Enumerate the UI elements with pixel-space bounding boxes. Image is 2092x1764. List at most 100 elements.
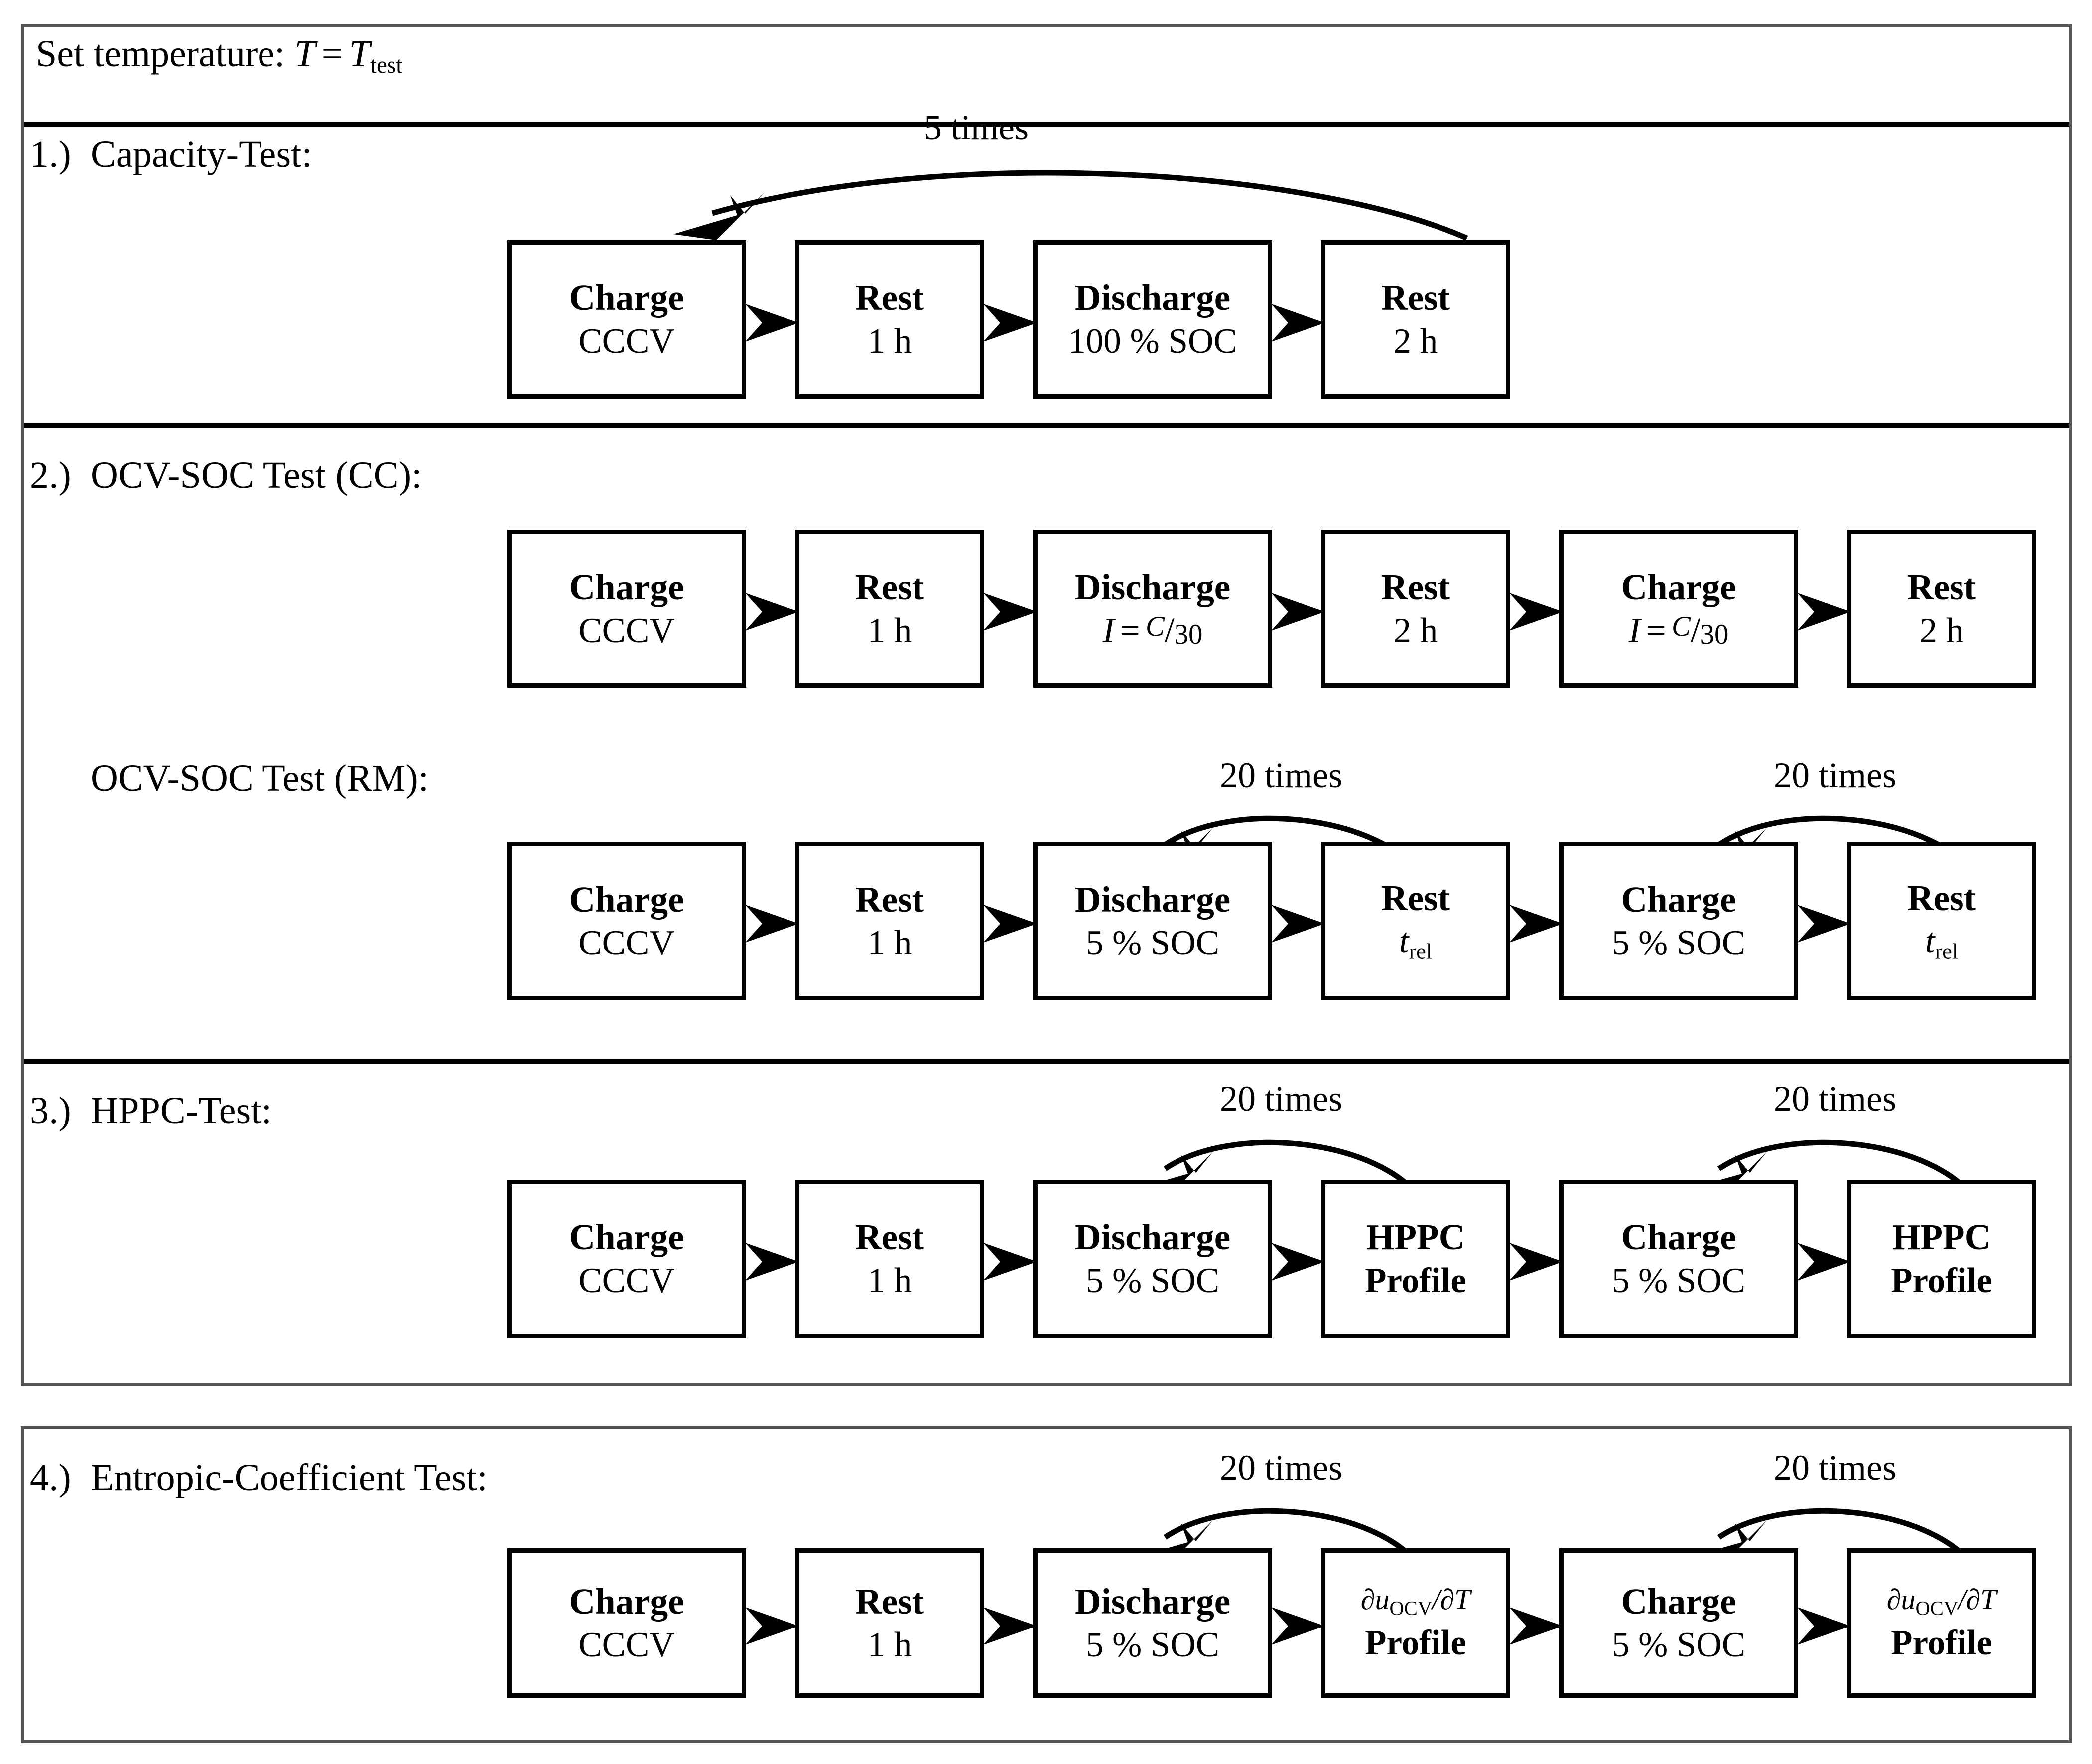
box-charge-5soc-entropic[interactable]: Charge 5 % SOC <box>1559 1548 1798 1698</box>
box-line1: Discharge <box>1074 1581 1231 1622</box>
box-line2: 5 % SOC <box>1085 1625 1220 1664</box>
box-line2: CCCV <box>578 923 675 962</box>
subsection-title-ocv-soc-rm: OCV-SOC Test (RM): <box>91 757 429 799</box>
box-discharge-5soc-hppc[interactable]: Discharge 5 % SOC <box>1033 1180 1272 1338</box>
set-temperature-formula: T=Ttest <box>294 33 402 77</box>
temperature-symbol: T <box>294 33 316 75</box>
box-line2: 1 h <box>867 923 912 962</box>
box-line2: Profile <box>1891 1261 1992 1300</box>
box-rest-1h-entropic[interactable]: Rest 1 h <box>795 1548 984 1698</box>
box-line2-current: I=C/30 <box>1628 611 1729 651</box>
box-line2: Profile <box>1365 1623 1466 1662</box>
box-discharge-c30-ocv-cc[interactable]: Discharge I=C/30 <box>1033 530 1272 688</box>
arrow-ocv-cc-4 <box>1506 588 1566 636</box>
box-line2: 1 h <box>867 1625 912 1664</box>
box-line2: 100 % SOC <box>1068 321 1237 361</box>
box-line2: 5 % SOC <box>1085 1261 1220 1300</box>
arrow-entropic-4 <box>1506 1602 1566 1650</box>
box-line2: 1 h <box>867 321 912 361</box>
box-line1: Rest <box>855 1581 924 1622</box>
box-charge-5soc-ocv-rm[interactable]: Charge 5 % SOC <box>1559 842 1798 1000</box>
box-line1-dudt: ∂uOCV/∂T <box>1886 1583 1997 1620</box>
box-discharge-100soc-capacity[interactable]: Discharge 100 % SOC <box>1033 240 1272 399</box>
loop-label-capacity-5-times: 5 times <box>924 108 1029 147</box>
divider-after-section-2 <box>24 1059 2069 1064</box>
box-line1: Discharge <box>1074 1217 1231 1258</box>
box-line2: CCCV <box>578 611 675 650</box>
box-line1: Charge <box>1621 566 1736 607</box>
box-rest-1h-hppc[interactable]: Rest 1 h <box>795 1180 984 1338</box>
box-line2-trel: trel <box>1399 922 1433 964</box>
arrow-hppc-3 <box>1268 1238 1328 1286</box>
box-entropic-profile-2-entropic[interactable]: ∂uOCV/∂T Profile <box>1847 1548 2036 1698</box>
box-charge-cccv-ocv-rm[interactable]: Charge CCCV <box>507 842 746 1000</box>
section-label-3: HPPC-Test: <box>91 1090 272 1132</box>
box-line2: 2 h <box>1919 611 1964 650</box>
box-charge-cccv-ocv-cc[interactable]: Charge CCCV <box>507 530 746 688</box>
section-number-2: 2.) <box>30 454 71 496</box>
box-rest-2h-2-ocv-cc[interactable]: Rest 2 h <box>1847 530 2036 688</box>
box-charge-cccv-entropic[interactable]: Charge CCCV <box>507 1548 746 1698</box>
section-number-3: 3.) <box>30 1090 71 1132</box>
box-rest-trel-2-ocv-rm[interactable]: Rest trel <box>1847 842 2036 1000</box>
section-label-4: Entropic-Coefficient Test: <box>91 1457 488 1498</box>
box-line1: Rest <box>855 277 924 318</box>
box-discharge-5soc-ocv-rm[interactable]: Discharge 5 % SOC <box>1033 842 1272 1000</box>
box-line1: Rest <box>1381 877 1450 918</box>
section-label-1: Capacity-Test: <box>91 134 312 175</box>
loop-arrow-capacity-5-times <box>643 149 1469 244</box>
arrow-hppc-2 <box>980 1238 1040 1286</box>
box-hppc-profile-hppc[interactable]: HPPC Profile <box>1321 1180 1510 1338</box>
box-line2: 5 % SOC <box>1611 923 1746 962</box>
box-charge-c30-ocv-cc[interactable]: Charge I=C/30 <box>1559 530 1798 688</box>
divider-after-section-1 <box>24 423 2069 428</box>
box-line2: CCCV <box>578 1625 675 1664</box>
box-line1: Rest <box>855 567 924 608</box>
arrow-ocv-rm-1 <box>742 900 802 948</box>
box-entropic-profile-entropic[interactable]: ∂uOCV/∂T Profile <box>1321 1548 1510 1698</box>
box-charge-cccv-capacity[interactable]: Charge CCCV <box>507 240 746 399</box>
temperature-rhs-symbol: T <box>349 33 370 75</box>
box-line2: CCCV <box>578 1261 675 1300</box>
arrow-entropic-2 <box>980 1602 1040 1650</box>
arrow-hppc-4 <box>1506 1238 1566 1286</box>
box-hppc-profile-2-hppc[interactable]: HPPC Profile <box>1847 1180 2036 1338</box>
box-rest-2h-capacity[interactable]: Rest 2 h <box>1321 240 1510 399</box>
box-line2: 5 % SOC <box>1611 1261 1746 1300</box>
box-rest-1h-capacity[interactable]: Rest 1 h <box>795 240 984 399</box>
box-line1: Charge <box>1621 1217 1736 1258</box>
box-line2: 2 h <box>1393 321 1438 361</box>
box-line2-current: I=C/30 <box>1102 611 1203 651</box>
box-line1: Discharge <box>1074 566 1231 607</box>
divider-after-header <box>24 122 2069 127</box>
box-line2: Profile <box>1365 1261 1466 1300</box>
box-line2: CCCV <box>578 321 675 361</box>
box-line1: Charge <box>1621 1581 1736 1622</box>
arrow-entropic-3 <box>1268 1602 1328 1650</box>
box-charge-cccv-hppc[interactable]: Charge CCCV <box>507 1180 746 1338</box>
arrow-ocv-cc-1 <box>742 588 802 636</box>
section-title-entropic-coefficient-test: 4.) Entropic-Coefficient Test: <box>30 1459 488 1496</box>
box-line1: Rest <box>855 1217 924 1258</box>
box-rest-trel-ocv-rm[interactable]: Rest trel <box>1321 842 1510 1000</box>
box-rest-2h-ocv-cc[interactable]: Rest 2 h <box>1321 530 1510 688</box>
box-line1: Charge <box>569 567 684 608</box>
section-number-4: 4.) <box>30 1457 71 1498</box>
box-charge-5soc-hppc[interactable]: Charge 5 % SOC <box>1559 1180 1798 1338</box>
box-line2: 2 h <box>1393 611 1438 650</box>
box-line2-trel: trel <box>1925 922 1959 964</box>
equals-sign: = <box>321 33 343 75</box>
arrow-ocv-rm-5 <box>1794 900 1854 948</box>
box-line1: Charge <box>569 879 684 920</box>
arrow-capacity-3 <box>1268 299 1328 347</box>
arrow-capacity-1 <box>742 299 802 347</box>
box-discharge-5soc-entropic[interactable]: Discharge 5 % SOC <box>1033 1548 1272 1698</box>
arrow-entropic-1 <box>742 1602 802 1650</box>
box-line2: 1 h <box>867 1261 912 1300</box>
box-rest-1h-ocv-rm[interactable]: Rest 1 h <box>795 842 984 1000</box>
box-rest-1h-ocv-cc[interactable]: Rest 1 h <box>795 530 984 688</box>
box-line1: Rest <box>1907 567 1976 608</box>
set-temperature-text: Set temperature: <box>36 33 285 75</box>
box-line1: Charge <box>1621 879 1736 920</box>
